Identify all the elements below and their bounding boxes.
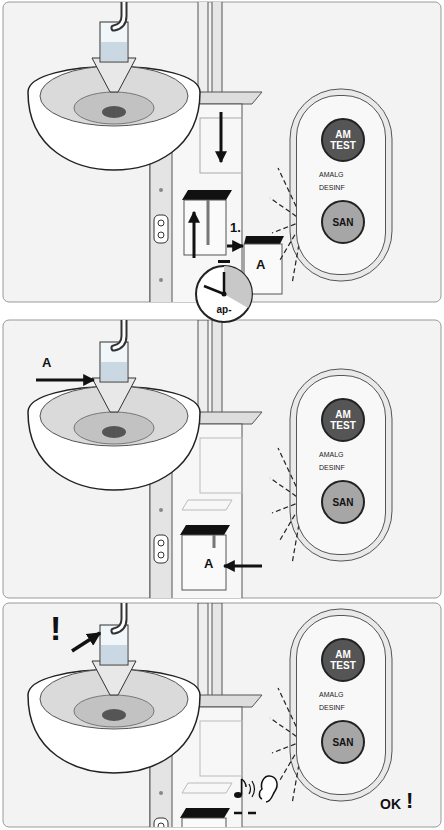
indicator-label: DESINF bbox=[319, 183, 345, 192]
button-label: AM TEST bbox=[326, 129, 360, 151]
button-label: SAN bbox=[326, 737, 360, 748]
indicator-label: AMALG bbox=[319, 450, 344, 459]
timer-label: ap- bbox=[196, 304, 252, 315]
push-button: SAN bbox=[321, 720, 365, 764]
callout-letter: 1. bbox=[230, 221, 241, 235]
button-label: AM TEST bbox=[326, 649, 360, 671]
callout-letter: ! bbox=[406, 789, 413, 813]
indicator-label: DESINF bbox=[319, 463, 345, 472]
callout-letter: A bbox=[42, 356, 51, 370]
push-button: AM TEST bbox=[321, 638, 365, 682]
push-button: SAN bbox=[321, 480, 365, 524]
confirmation-text: OK bbox=[380, 797, 401, 812]
button-label: SAN bbox=[326, 217, 360, 228]
callout-letter: A bbox=[256, 258, 265, 272]
button-label: SAN bbox=[326, 497, 360, 508]
timer-clock: ap- bbox=[196, 266, 252, 322]
callout-letter: ! bbox=[50, 610, 61, 647]
button-label: AM TEST bbox=[326, 409, 360, 431]
push-button: AM TEST bbox=[321, 398, 365, 442]
indicator-label: AMALG bbox=[319, 690, 344, 699]
control-panel: AMALG DESINF AM TEST SAN bbox=[296, 375, 386, 555]
indicator-label: AMALG bbox=[319, 170, 344, 179]
indicator-label: DESINF bbox=[319, 703, 345, 712]
control-panel: AMALG DESINF AM TEST SAN bbox=[296, 95, 386, 275]
push-button: AM TEST bbox=[321, 118, 365, 162]
push-button: SAN bbox=[321, 200, 365, 244]
control-panel: AMALG DESINF AM TEST SAN bbox=[296, 615, 386, 795]
callout-letter: A bbox=[204, 557, 213, 571]
